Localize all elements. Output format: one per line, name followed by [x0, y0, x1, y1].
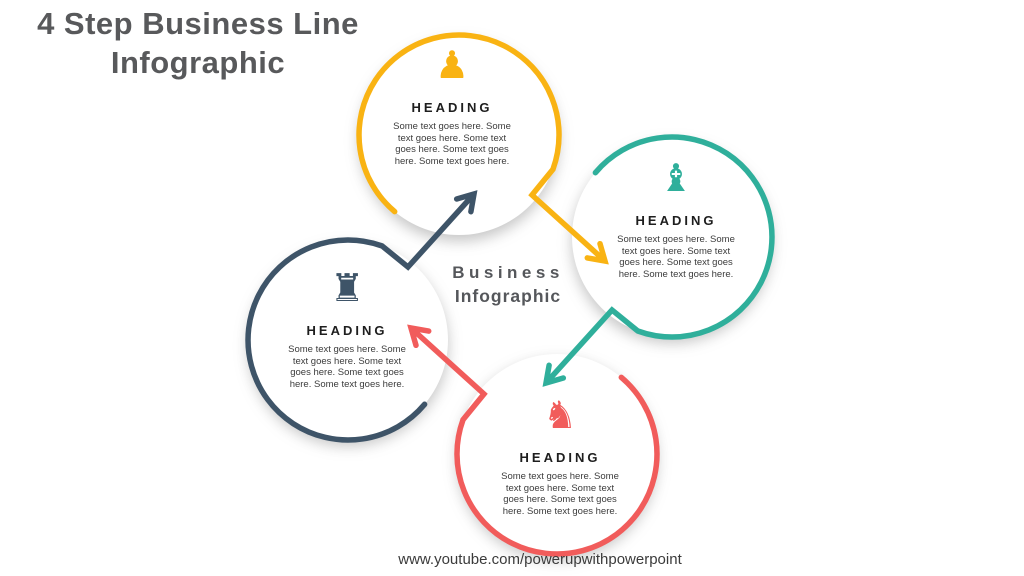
center-label-line1: Business: [452, 263, 564, 282]
step-right: ♝ HEADING Some text goes here. Some text…: [601, 159, 751, 280]
step-left: ♜ HEADING Some text goes here. Some text…: [272, 269, 422, 390]
title-line2: Infographic: [110, 45, 286, 80]
footer-url: www.youtube.com/powerupwithpowerpoint: [398, 551, 682, 568]
step-left-body: Some text goes here. Some text goes here…: [288, 344, 406, 390]
step-left-heading: HEADING: [306, 323, 388, 338]
center-label-line2: Infographic: [454, 286, 562, 306]
circle-discs: [248, 35, 772, 554]
disc-bottom: [457, 354, 657, 554]
knight-icon: ♞: [542, 393, 578, 437]
step-right-body: Some text goes here. Some text goes here…: [617, 234, 735, 280]
pawn-icon: ♟: [434, 43, 470, 87]
step-bottom-heading: HEADING: [519, 450, 601, 465]
disc-left: [248, 240, 448, 440]
disc-right: [572, 137, 772, 337]
center-label: Business Infographic: [408, 263, 608, 307]
title-line1: 4 Step Business Line: [37, 6, 359, 41]
step-bottom: ♞ HEADING Some text goes here. Some text…: [485, 396, 635, 517]
step-right-heading: HEADING: [635, 213, 717, 228]
disc-top: [359, 35, 559, 235]
rook-icon: ♜: [329, 266, 365, 310]
step-top: ♟ HEADING Some text goes here. Some text…: [377, 46, 527, 167]
step-top-body: Some text goes here. Some text goes here…: [393, 121, 511, 167]
page-title: 4 Step Business Line Infographic: [16, 4, 380, 82]
bishop-icon: ♝: [658, 156, 694, 200]
step-bottom-body: Some text goes here. Some text goes here…: [501, 471, 619, 517]
step-top-heading: HEADING: [411, 100, 493, 115]
